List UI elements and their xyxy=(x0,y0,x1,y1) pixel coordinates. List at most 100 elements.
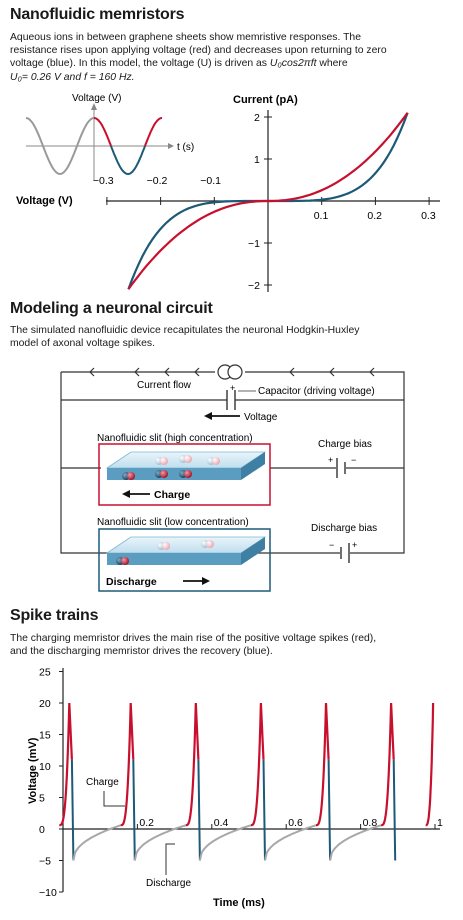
slit-low-ions xyxy=(116,540,214,565)
spike-red-0 xyxy=(59,702,73,827)
discharge-label: Discharge xyxy=(106,576,157,588)
spike-series xyxy=(59,702,435,861)
spike-red-last xyxy=(425,702,435,827)
iv-xtick-label: −0.1 xyxy=(200,175,221,187)
flow-chevron xyxy=(289,367,295,377)
spike-xtick-label: 0.8 xyxy=(363,817,378,829)
slit-low-slab xyxy=(105,536,267,565)
inset-sine-gray xyxy=(25,117,95,176)
voltage-label: Voltage xyxy=(244,412,278,423)
flow-chevron xyxy=(134,367,140,377)
section1-formula: U₀cos2πft xyxy=(269,58,317,70)
iv-xtick-label: 0.1 xyxy=(314,210,329,222)
ion xyxy=(160,457,168,465)
spike-charge-label: Charge xyxy=(86,777,119,788)
iv-ytick-label: 2 xyxy=(254,112,260,124)
spike-recovery-4 xyxy=(329,824,382,861)
iv-xtick-label: −0.3 xyxy=(93,175,114,187)
spike-ytick-label: 0 xyxy=(39,824,45,836)
spike-xtick-label: 0.4 xyxy=(214,817,229,829)
section3-description: The charging memristor drives the main r… xyxy=(10,632,455,658)
slit-high-frame xyxy=(98,443,271,506)
iv-series-red xyxy=(127,112,409,290)
charge-label: Charge xyxy=(154,489,190,501)
section1-description: Aqueous ions in between graphene sheets … xyxy=(10,31,455,84)
section2-description: The simulated nanofluidic device recapit… xyxy=(10,324,455,350)
iv-ytick-label: 1 xyxy=(254,154,260,166)
ion xyxy=(184,470,192,478)
inset-xlabel: t (s) xyxy=(177,142,194,153)
spike-xtick-label: 0.2 xyxy=(139,817,154,829)
slit-low-frame xyxy=(98,528,271,592)
section2-line2: model of axonal voltage spikes. xyxy=(10,338,155,350)
ion xyxy=(206,540,214,548)
inset-sine-red-2 xyxy=(144,117,162,147)
slit-high-ions xyxy=(122,455,220,480)
spike-ytick-label: 25 xyxy=(39,667,51,679)
spike-red-1 xyxy=(120,702,135,827)
spike-ytick-label: 20 xyxy=(39,698,51,710)
current-flow-chevrons xyxy=(89,367,375,377)
iv-ytick-label: −2 xyxy=(248,280,260,292)
section1-title: Nanofluidic memristors xyxy=(10,6,185,23)
charge-bias-label: Charge bias xyxy=(318,439,372,450)
iv-ytick-label: −1 xyxy=(248,238,260,250)
section1-line2: resistance rises upon applying voltage (… xyxy=(10,45,387,57)
spike-red-2 xyxy=(185,702,200,827)
spike-blue-0 xyxy=(70,759,75,861)
voltage-arrow-head xyxy=(204,412,212,420)
inset-ylabel: Voltage (V) xyxy=(72,93,121,104)
charge-arrow-head xyxy=(122,490,130,498)
discharge-bias-minus: − xyxy=(329,540,334,550)
spike-ytick-label: 5 xyxy=(39,793,45,805)
spike-blue-4 xyxy=(327,759,332,861)
section2-line1: The simulated nanofluidic device recapit… xyxy=(10,325,360,336)
capacitor-gap xyxy=(227,395,235,405)
slit-low-label: Nanofluidic slit (low concentration) xyxy=(97,517,249,528)
ion xyxy=(160,470,168,478)
spike-blue-5 xyxy=(392,759,397,861)
ion xyxy=(127,472,135,480)
section1-line1: Aqueous ions in between graphene sheets … xyxy=(10,32,361,43)
ion xyxy=(212,457,220,465)
charge-bias-minus: − xyxy=(351,455,356,465)
spike-recovery-2 xyxy=(198,824,252,861)
spike-ytick-label: 15 xyxy=(39,730,51,742)
section1-line4: U₀= 0.26 V and f = 160 Hz. xyxy=(10,71,135,83)
spike-ylabel: Voltage (mV) xyxy=(27,737,39,804)
spike-xtick-label: 0.6 xyxy=(288,817,303,829)
ion xyxy=(184,455,192,463)
spike-ytick-label: −5 xyxy=(39,856,51,868)
current-source xyxy=(215,363,245,381)
spike-discharge-label: Discharge xyxy=(146,878,191,889)
spike-xtick-label: 1 xyxy=(437,817,443,829)
section3-line1: The charging memristor drives the main r… xyxy=(10,633,377,644)
spike-blue-3 xyxy=(262,759,266,861)
flow-chevron xyxy=(89,367,95,377)
iv-xtick-label: −0.2 xyxy=(147,175,168,187)
inset-sine-blue xyxy=(110,145,146,176)
ion xyxy=(121,557,129,565)
ion xyxy=(162,542,170,550)
iv-xlabel: Voltage (V) xyxy=(16,195,73,207)
capacitor-label: Capacitor (driving voltage) xyxy=(258,386,375,397)
iv-title: Current (pA) xyxy=(233,94,298,106)
spike-ytick-label: 10 xyxy=(39,761,51,773)
section2-title: Modeling a neuronal circuit xyxy=(10,300,213,317)
discharge-bias-gap xyxy=(340,547,350,561)
spike-blue-2 xyxy=(197,759,201,861)
inset-sine: Voltage (V) t (s) xyxy=(25,93,194,180)
flow-chevron xyxy=(329,367,335,377)
spike-recovery-0 xyxy=(72,824,122,861)
spike-blue-1 xyxy=(132,759,136,861)
spike-chart: Voltage (mV) Time (ms) 2520151050−5−100.… xyxy=(27,667,443,910)
spike-xlabel: Time (ms) xyxy=(213,897,265,909)
current-flow-label: Current flow xyxy=(137,380,192,391)
flow-chevron xyxy=(164,367,170,377)
inset-v-arrow xyxy=(91,103,97,110)
section1-line3-end: where xyxy=(319,58,348,70)
section1-line3: voltage (blue). In this model, the volta… xyxy=(10,57,455,70)
flow-chevron xyxy=(369,367,375,377)
iv-xtick-label: 0.2 xyxy=(367,210,382,222)
